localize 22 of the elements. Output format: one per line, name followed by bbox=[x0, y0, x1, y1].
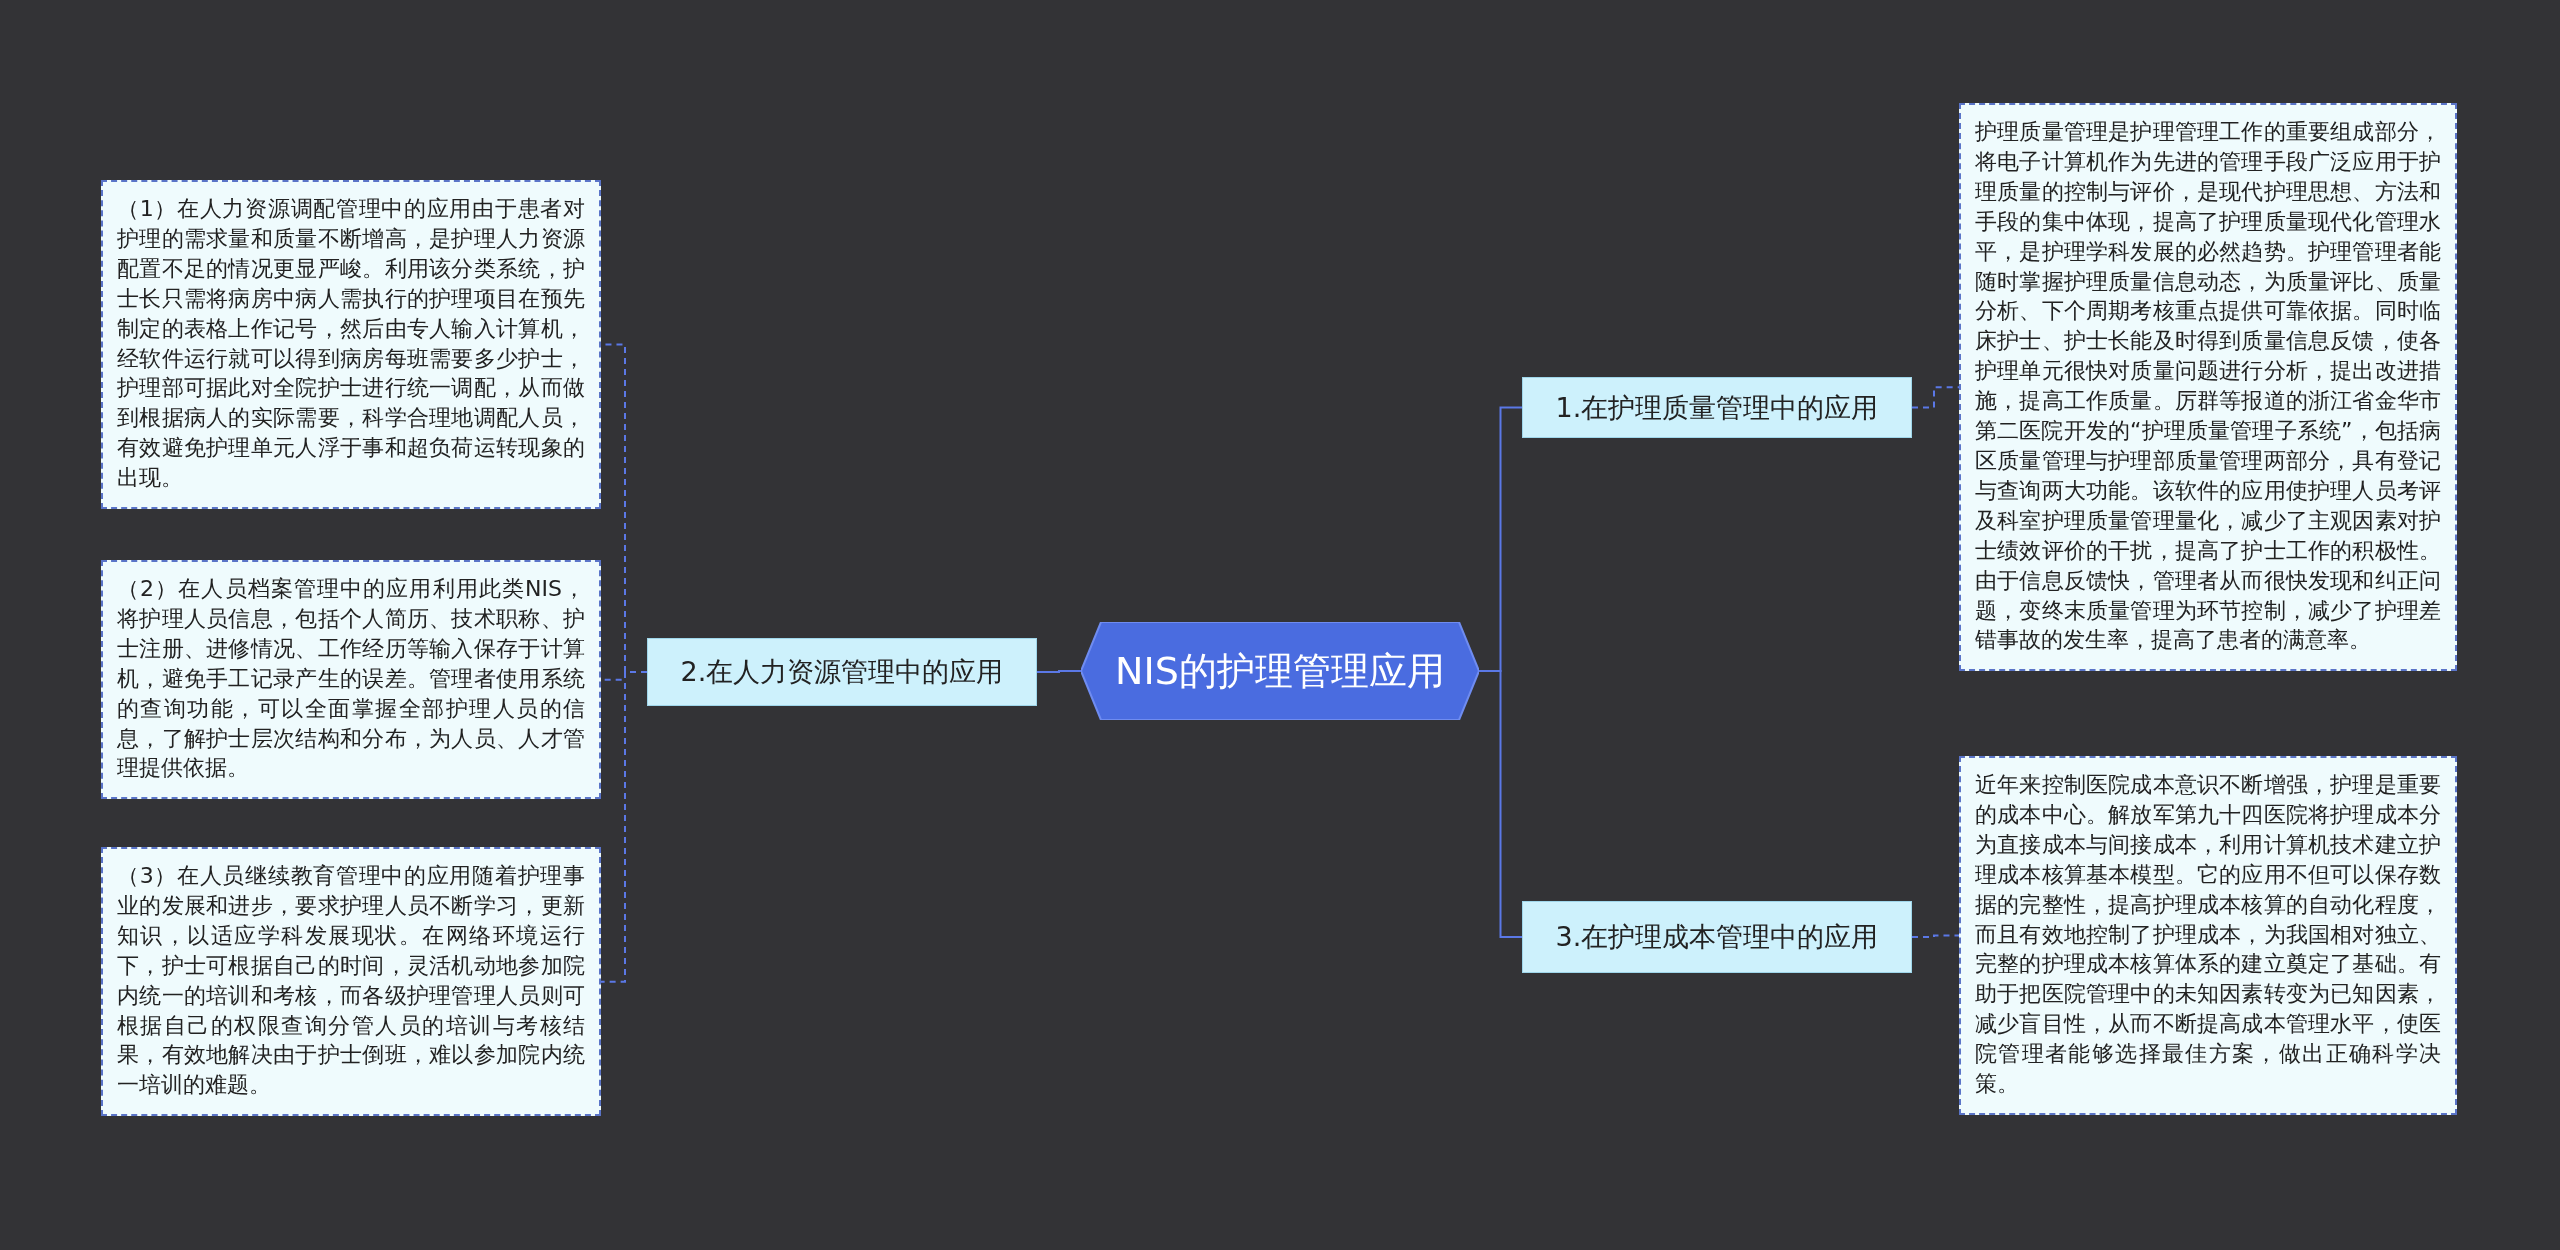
note-text: （3）在人员继续教育管理中的应用随着护理事业的发展和进步，要求护理人员不断学习，更新知识，以适应学科发展现状。在网络环境运行下，护士可根据自己的时间，灵活机动地参加院内统一的培训和考核，而各级护理管理人员则可根据自己的权限查询分管人员的培训与考核结果，有效地解决由于护士倒班，难以参加院内统一培训的难题。 bbox=[117, 863, 585, 1098]
connector-line bbox=[600, 671, 648, 983]
connector-line bbox=[1036, 670, 1082, 673]
topic-label: 1.在护理质量管理中的应用 bbox=[1555, 390, 1879, 425]
note-text: 近年来控制医院成本意识不断增强，护理是重要的成本中心。解放军第九十四医院将护理成本分为直接成本与间接成本，利用计算机技术建立护理成本核算基本模型。它的应用不但可以保存数据的完整性，提高护理成本核算的自动化程度，而且有效地控制了护理成本，为我国相对独立、完整的护理成本核算体系的建立奠定了基础。有助于把医院管理中的未知因素转变为已知因素，减少盲目性，从而不断提高成本管理水平，使医院管理者能够选择最佳方案，做出正确科学决策。 bbox=[1975, 772, 2441, 1097]
connector-line bbox=[1911, 934, 1960, 938]
note-text: （2）在人员档案管理中的应用利用此类NIS，将护理人员信息，包括个人简历、技术职称、护士注册、进修情况、工作经历等输入保存于计算机，避免手工记录产生的误差。管理者使用系统的查询功能，可以全面掌握全部护理人员的信息，了解护士层次结构和分布，为人员、人才管理提供依据。 bbox=[117, 576, 585, 781]
topic-box bbox=[1522, 901, 1912, 973]
connector-line bbox=[1478, 670, 1523, 938]
topic-label: 2.在人力资源管理中的应用 bbox=[680, 655, 1004, 689]
note-box bbox=[101, 180, 601, 510]
note-box bbox=[101, 847, 601, 1117]
connector-line bbox=[1911, 386, 1960, 409]
note-text: （1）在人力资源调配管理中的应用由于患者对护理的需求量和质量不断增高，是护理人力资源配置不足的情况更显严峻。利用该分类系统，护士长只需将病房中病人需执行的护理项目在预先制定的表格上作记号，然后由专人输入计算机，经软件运行就可以得到病房每班需要多少护士，护理部可据此对全院护士进行统一调配，从而做到根据病人的实际需要，科学合理地调配人员，有效避免护理单元人浮于事和超负荷运转现象的出现。 bbox=[117, 196, 585, 491]
topic-box bbox=[647, 638, 1037, 706]
note-box bbox=[101, 560, 601, 800]
topic-box bbox=[1522, 377, 1912, 438]
note-text: 护理质量管理是护理管理工作的重要组成部分，将电子计算机作为先进的管理手段广泛应用于护理质量的控制与评价，是现代护理思想、方法和手段的集中体现，提高了护理质量现代化管理水平，是护理学科发展的必然趋势。护理管理者能随时掌握护理质量信息动态，为质量评比、质量分析、下个周期考核重点提供可靠依据。同时临床护士、护士长能及时得到质量信息反馈，使各护理单元很快对质量问题进行分析，提出改进措施，提高工作质量。厉群等报道的浙江省金华市第二医院开发的“护理质量管理子系统”，包括病区质量管理与护理部质量管理两部分，具有登记与查询两大功能。该软件的应用使护理人员考评及科室护理质量管理量化，减少了主观因素对护士绩效评价的干扰，提高了护士工作的积极性。由于信息反馈快，管理者从而很快发现和纠正问题，变终末质量管理为环节控制，减少了护理差错事故的发生率，提高了患者的满意率。 bbox=[1975, 119, 2441, 653]
topic-label: 3.在护理成本管理中的应用 bbox=[1555, 920, 1879, 954]
central-topic-hexagon bbox=[1081, 622, 1479, 720]
topic-label: NIS的护理管理应用 bbox=[1115, 647, 1445, 695]
note-box bbox=[1959, 756, 2457, 1115]
